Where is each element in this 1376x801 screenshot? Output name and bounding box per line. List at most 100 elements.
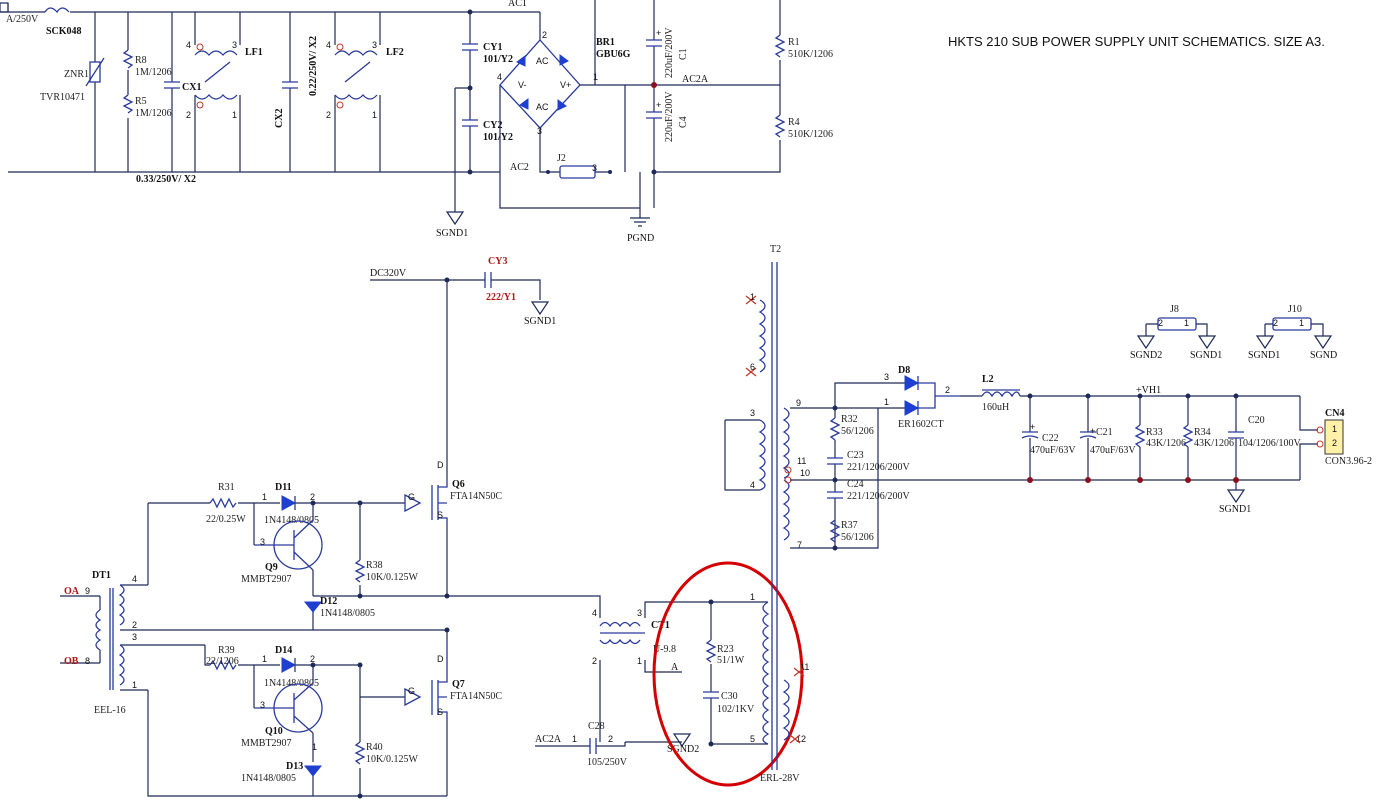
svg-text:3: 3 [232, 40, 237, 50]
svg-text:1: 1 [1299, 318, 1304, 328]
c1-value: 220uF/200V [664, 27, 675, 78]
dt1-secondary-coil-bottom [118, 644, 125, 686]
r5-resistor-icon [122, 94, 134, 114]
c1-ref: C1 [678, 48, 689, 60]
c23-capacitor-icon [827, 457, 843, 465]
net-ac2a: AC2A [682, 74, 709, 85]
svg-text:2: 2 [310, 492, 315, 502]
cx1-capacitor-icon [164, 81, 180, 89]
j2-jumper-icon [559, 165, 596, 179]
t2-ref: T2 [770, 244, 781, 255]
sgnd2-j8-label: SGND2 [1130, 350, 1162, 361]
d14-value: 1N4148/0805 [264, 678, 319, 689]
d12-diode-icon [303, 601, 323, 613]
br1-bridge-body [499, 39, 581, 129]
d8-value: ER1602CT [898, 419, 944, 430]
c23-value: 221/1206/200V [847, 462, 911, 473]
r31-ref: R31 [218, 482, 235, 493]
r39-resistor-icon [209, 659, 237, 671]
c22-ref: C22 [1042, 433, 1059, 444]
svg-text:+: + [1030, 422, 1035, 432]
t2-winding-1-6 [758, 299, 766, 373]
lf1-coil-top [194, 50, 238, 56]
svg-text:1: 1 [132, 680, 137, 690]
r32-resistor-icon [829, 417, 841, 441]
cy1-capacitor-icon [462, 43, 478, 51]
gate-drive-upper: R31 22/0.25W D11 1N4148/0805 1 2 3 Q9 MM… [147, 460, 502, 630]
svg-text:D: D [437, 654, 444, 664]
svg-text:12: 12 [796, 734, 806, 744]
c21-capacitor-icon [1079, 431, 1097, 439]
ground-icon-sgnd1-cy3 [530, 301, 550, 316]
sgnd1-out-label: SGND1 [1219, 504, 1251, 515]
svg-text:1: 1 [750, 292, 755, 302]
q6-mosfet-icon [431, 480, 448, 525]
r40-value: 10K/0.125W [366, 754, 419, 765]
cx2-capacitor-icon [282, 81, 298, 89]
r8-value: 1M/1206 [135, 67, 172, 78]
q7-value: FTA14N50C [450, 691, 502, 702]
net-ac2: AC2 [510, 162, 529, 173]
c24-value: 221/1206/200V [847, 491, 911, 502]
r5-value: 1M/1206 [135, 108, 172, 119]
r31-value: 22/0.25W [206, 514, 246, 525]
svg-text:D: D [437, 460, 444, 470]
svg-text:3: 3 [132, 632, 137, 642]
ground-icon-sgnd2-j8 [1136, 335, 1156, 350]
svg-text:3: 3 [260, 700, 265, 710]
svg-text:+: + [656, 28, 661, 38]
ct1-coil-bottom [599, 638, 641, 645]
svg-text:3: 3 [592, 163, 597, 173]
c20-ref: C20 [1248, 415, 1265, 426]
r32-ref: R32 [841, 414, 858, 425]
j2-ref: J2 [557, 153, 566, 164]
c28-value: 105/250V [587, 757, 628, 768]
d11-diode-icon [281, 495, 297, 511]
svg-text:11: 11 [797, 456, 806, 466]
t2-secondary-lower [782, 479, 790, 541]
sgnd1-a-label: SGND1 [436, 228, 468, 239]
lf2-coil-top [334, 50, 378, 56]
lf2-coil-bottom [334, 94, 378, 100]
svg-text:1: 1 [637, 656, 642, 666]
q7-mosfet-icon [431, 640, 448, 720]
j10-ref: J10 [1288, 304, 1302, 315]
r8-ref: R8 [135, 55, 147, 66]
svg-text:1: 1 [232, 110, 237, 120]
t2-value: ERL-28V [760, 773, 800, 784]
cx2-ref: CX2 [274, 109, 285, 128]
c28-capacitor-icon [589, 738, 597, 754]
cy3-value: 222/Y1 [486, 292, 516, 303]
ground-icon-sgnd1-j8 [1197, 335, 1217, 350]
gate-drive-lower: R39 22/1206 D14 1N4148/0805 1 2 3 Q10 MM… [204, 630, 502, 799]
r33-ref: R33 [1146, 427, 1163, 438]
t2-winding-primary [762, 601, 770, 745]
thermistor-icon [44, 7, 70, 14]
svg-text:8: 8 [85, 656, 90, 666]
net-a: A [671, 662, 679, 673]
ground-icon-sgnd2-c28 [672, 733, 692, 748]
svg-text:3: 3 [537, 126, 542, 136]
svg-text:V-: V- [518, 80, 527, 90]
c4-capacitor-icon [646, 111, 662, 119]
ground-icon-sgnd1-out [1226, 489, 1246, 504]
current-transformer-section: 4 3 2 1 CT1 U-9.8 A AC2A 1 2 C28 105/250… [447, 561, 804, 787]
c4-ref: C4 [678, 116, 689, 128]
l2-value: 160uH [982, 402, 1009, 413]
c28-ref: C28 [588, 721, 605, 732]
net-vh1: +VH1 [1136, 385, 1161, 396]
cy1-ref: CY1 [483, 42, 502, 53]
r40-resistor-icon [354, 741, 366, 765]
r33-value: 43K/1206 [1146, 438, 1186, 449]
svg-text:+: + [1090, 426, 1095, 436]
svg-text:11: 11 [800, 662, 809, 672]
r40-ref: R40 [366, 742, 383, 753]
c23-ref: C23 [847, 450, 864, 461]
c22-capacitor-icon [1021, 431, 1039, 439]
br1-ref: BR1 [596, 37, 615, 48]
ground-icon-sgnd1-a [445, 211, 465, 226]
dt1-transformer: DT1 EEL-16 OA 9 OB 8 4 2 3 1 [60, 570, 450, 797]
svg-text:3: 3 [260, 537, 265, 547]
r34-ref: R34 [1194, 427, 1211, 438]
c21-ref: C21 [1096, 427, 1113, 438]
